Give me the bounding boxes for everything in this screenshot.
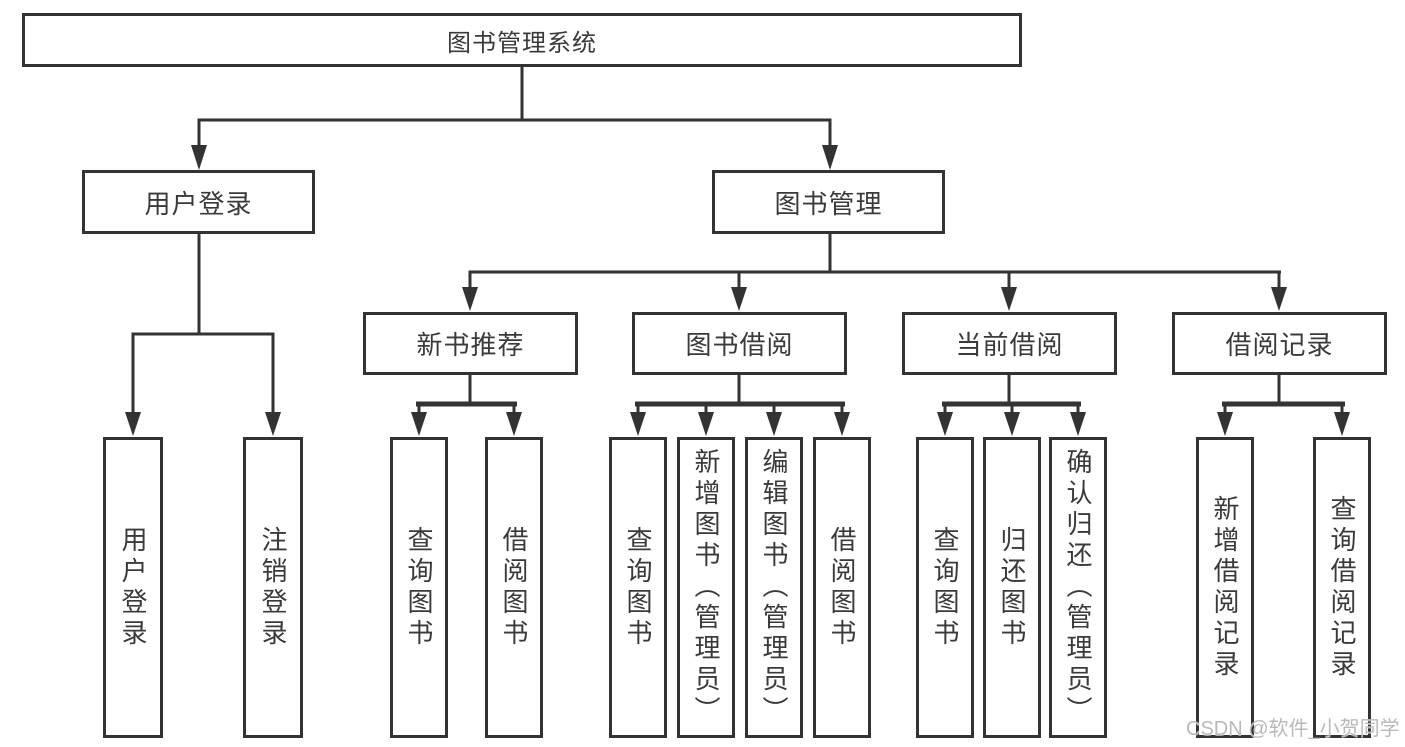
csdn-watermark: CSDN @软件_小贺同学 xyxy=(1186,718,1400,740)
node-borrowing-records: 借阅记录 xyxy=(1172,312,1387,375)
leaf-user-login: 用户登录 xyxy=(103,437,163,738)
leaf-query-borrow-record: 查询借阅记录 xyxy=(1313,437,1371,738)
leaf-query-books-borrowing: 查询图书 xyxy=(609,437,667,738)
node-book-borrowing: 图书借阅 xyxy=(632,312,847,375)
leaf-add-borrow-record: 新增借阅记录 xyxy=(1196,437,1254,738)
node-current-borrowing: 当前借阅 xyxy=(902,312,1117,375)
leaf-borrow-books-recommend: 借阅图书 xyxy=(485,437,543,738)
leaf-query-books-current: 查询图书 xyxy=(916,437,974,738)
node-new-book-recommend: 新书推荐 xyxy=(363,312,578,375)
leaf-edit-book-admin: 编辑图书（管理员） xyxy=(745,437,803,738)
leaf-logout: 注销登录 xyxy=(243,437,303,738)
node-book-management-system: 图书管理系统 xyxy=(22,13,1022,67)
leaf-return-books: 归还图书 xyxy=(983,437,1041,738)
node-book-management-branch: 图书管理 xyxy=(712,170,945,234)
leaf-confirm-return-admin: 确认归还（管理员） xyxy=(1049,437,1107,738)
node-user-login-branch: 用户登录 xyxy=(82,170,315,234)
leaf-add-book-admin: 新增图书（管理员） xyxy=(677,437,735,738)
leaf-borrow-books: 借阅图书 xyxy=(813,437,871,738)
leaf-query-books-recommend: 查询图书 xyxy=(390,437,448,738)
